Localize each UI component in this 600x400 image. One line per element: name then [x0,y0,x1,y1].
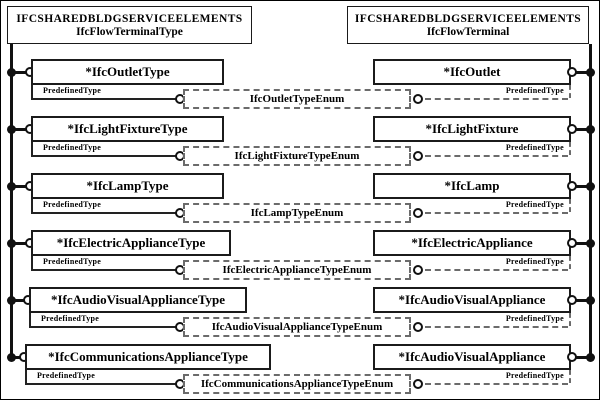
attribute-label: PredefinedType [43,257,102,266]
entity-box-type: *IfcLightFixtureType [31,116,224,142]
enum-box: IfcOutletTypeEnum [183,89,411,109]
entity-box-type: *IfcOutletType [31,59,224,85]
attribute-label: PredefinedType [43,86,102,95]
attribute-line [31,256,33,270]
thick-connector-line [575,242,591,245]
dashed-attribute-line [569,256,571,269]
diagram-row: *IfcLampType PredefinedType IfcLampTypeE… [1,173,599,227]
attribute-label: PredefinedType [505,200,564,209]
thick-connector-line [11,71,33,74]
dashed-attribute-line [425,269,568,271]
attribute-line [31,155,177,157]
schema-header-left: IFCSHAREDBLDGSERVICEELEMENTS IfcFlowTerm… [7,6,252,44]
dashed-attribute-line [569,313,571,326]
thick-connector-line [575,356,591,359]
enum-box: IfcAudioVisualApplianceTypeEnum [183,317,411,337]
thick-connector-line [11,185,33,188]
thick-connector-line [11,242,33,245]
dashed-attribute-line [569,85,571,98]
dashed-attribute-line [425,383,568,385]
rail-junction-dot [586,182,595,191]
schema-name: IFCSHAREDBLDGSERVICEELEMENTS [354,12,582,25]
enum-box: IfcLampTypeEnum [183,203,411,223]
attribute-label: PredefinedType [505,314,564,323]
thick-connector-line [575,128,591,131]
attribute-label: PredefinedType [505,143,564,152]
dashed-attribute-line [569,199,571,212]
diagram-row: *IfcOutletType PredefinedType IfcOutletT… [1,59,599,113]
attribute-label: PredefinedType [37,371,96,380]
attribute-line [31,142,33,156]
schema-header-right: IFCSHAREDBLDGSERVICEELEMENTS IfcFlowTerm… [347,6,589,44]
diagram-row: *IfcElectricApplianceType PredefinedType… [1,230,599,284]
attribute-label: PredefinedType [505,86,564,95]
rail-junction-dot [586,239,595,248]
dashed-attribute-line [569,142,571,155]
attribute-label: PredefinedType [41,314,100,323]
dashed-attribute-line [425,155,568,157]
thick-connector-line [11,299,31,302]
attribute-line [25,370,27,384]
attribute-label: PredefinedType [43,200,102,209]
enum-box: IfcElectricApplianceTypeEnum [183,260,411,280]
entity-box-type: *IfcCommunicationsApplianceType [25,344,271,370]
attribute-label: PredefinedType [505,371,564,380]
attribute-line [29,313,31,327]
rail-junction-dot [586,296,595,305]
open-circle-connector [413,322,423,332]
diagram-row: *IfcCommunicationsApplianceType Predefin… [1,344,599,398]
open-circle-connector [413,208,423,218]
thick-connector-line [575,71,591,74]
page-entity-name: IfcFlowTerminalType [76,25,183,38]
enum-box: IfcCommunicationsApplianceTypeEnum [183,374,411,394]
right-connector-rail [589,44,592,359]
entity-box-type: *IfcElectricApplianceType [31,230,231,256]
entity-box-type: *IfcAudioVisualApplianceType [29,287,247,313]
entity-box-occurrence: *IfcLamp [373,173,571,199]
enum-box: IfcLightFixtureTypeEnum [183,146,411,166]
entity-box-occurrence: *IfcAudioVisualAppliance [373,287,571,313]
thick-connector-line [11,128,33,131]
open-circle-connector [413,265,423,275]
attribute-line [29,326,177,328]
dashed-attribute-line [569,370,571,383]
entity-box-occurrence: *IfcLightFixture [373,116,571,142]
entity-box-occurrence: *IfcAudioVisualAppliance [373,344,571,370]
entity-box-type: *IfcLampType [31,173,224,199]
entity-box-occurrence: *IfcOutlet [373,59,571,85]
schema-name: IFCSHAREDBLDGSERVICEELEMENTS [16,12,243,25]
attribute-label: PredefinedType [43,143,102,152]
attribute-line [31,85,33,99]
page-entity-name: IfcFlowTerminal [426,25,510,38]
rail-junction-dot [586,353,595,362]
rail-junction-dot [586,68,595,77]
attribute-line [25,383,177,385]
attribute-label: PredefinedType [505,257,564,266]
thick-connector-line [575,299,591,302]
diagram-row: *IfcLightFixtureType PredefinedType IfcL… [1,116,599,170]
open-circle-connector [413,94,423,104]
dashed-attribute-line [425,98,568,100]
rail-junction-dot [586,125,595,134]
attribute-line [31,199,33,213]
thick-connector-line [575,185,591,188]
entity-box-occurrence: *IfcElectricAppliance [373,230,571,256]
left-connector-rail [10,44,13,359]
open-circle-connector [413,151,423,161]
attribute-line [31,212,177,214]
dashed-attribute-line [425,212,568,214]
attribute-line [31,269,177,271]
attribute-line [31,98,177,100]
open-circle-connector [413,379,423,389]
diagram-row: *IfcAudioVisualApplianceType PredefinedT… [1,287,599,341]
dashed-attribute-line [425,326,568,328]
